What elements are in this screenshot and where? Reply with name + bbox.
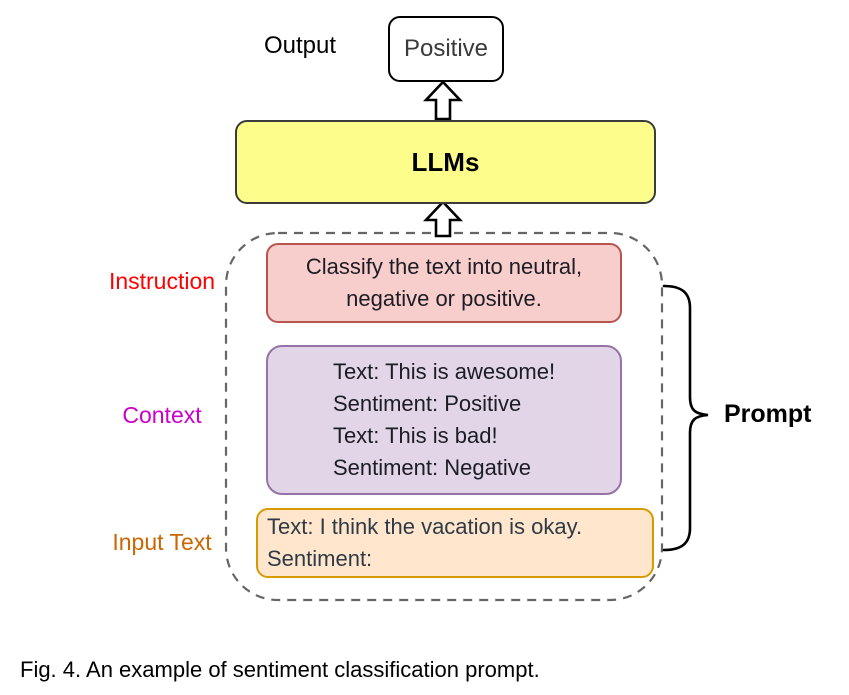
instruction-label: Instruction [108, 268, 216, 294]
instruction-line: negative or positive. [346, 286, 542, 311]
output-value-box: Positive [388, 16, 504, 82]
llm-box-label: LLMs [411, 146, 480, 177]
llm-box: LLMs [235, 120, 656, 204]
context-label: Context [122, 402, 202, 428]
instruction-line: Classify the text into neutral, [305, 254, 583, 279]
context-line: Sentiment: Positive [332, 391, 522, 416]
output-label: Output [263, 32, 337, 59]
figure-caption: Fig. 4. An example of sentiment classifi… [20, 657, 540, 682]
context-line: Text: This is awesome! [332, 359, 556, 384]
context-line: Sentiment: Negative [332, 455, 532, 480]
context-line: Text: This is bad! [332, 423, 498, 448]
arrow-up-icon [422, 80, 464, 121]
instruction-box: Classify the text into neutral, negative… [266, 243, 622, 323]
input-text-label: Input Text [112, 529, 212, 555]
input-text-line: Sentiment: [267, 546, 373, 571]
prompt-brace [662, 284, 709, 552]
arrow-up-icon [422, 200, 464, 238]
output-value-text: Positive [403, 35, 489, 62]
input-text-line: Text: I think the vacation is okay. [267, 514, 583, 539]
input-text-box: Text: I think the vacation is okay. Sent… [256, 508, 654, 578]
context-box: Text: This is awesome! Sentiment: Positi… [266, 345, 622, 495]
prompt-label: Prompt [724, 400, 812, 428]
context-text-block: Text: This is awesome! Sentiment: Positi… [333, 356, 555, 484]
